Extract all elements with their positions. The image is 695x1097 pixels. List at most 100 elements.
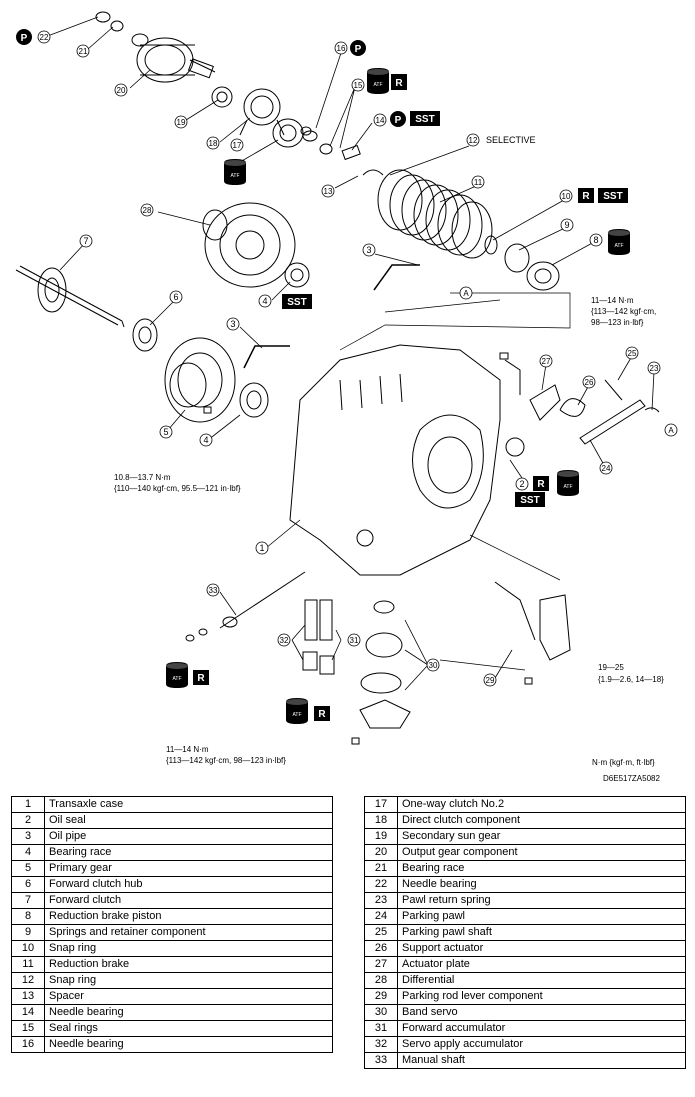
svg-text:24: 24 <box>602 464 611 473</box>
output-gear-drawing <box>95 11 216 83</box>
diagram-text: SELECTIVE 11—14 N·m {113—142 kgf·cm, 98—… <box>114 135 664 783</box>
atf-cans: ATF ATF ATF ATF ATF ATF <box>166 68 630 724</box>
reference-a-callouts: A A <box>459 286 678 437</box>
callout-1: 1 <box>255 541 269 555</box>
part-number-cell: 11 <box>11 956 45 973</box>
part-name-cell: Forward clutch <box>44 892 333 909</box>
torque-4-line1: 11—14 N·m <box>166 745 209 754</box>
callout-29: 29 <box>483 673 497 687</box>
callout-20: 20 <box>114 83 128 97</box>
svg-text:A: A <box>463 289 469 298</box>
svg-text:1: 1 <box>259 543 264 553</box>
differential-drawing <box>202 202 310 288</box>
callout-28: 28 <box>140 203 154 217</box>
part-name-cell: Needle bearing <box>397 876 686 893</box>
svg-text:SST: SST <box>603 191 622 202</box>
part-name-cell: Parking rod lever component <box>397 988 686 1005</box>
svg-text:A: A <box>668 426 674 435</box>
svg-text:3: 3 <box>230 319 235 329</box>
callout-18: 18 <box>206 136 220 150</box>
assembly-outline <box>339 292 571 671</box>
parking-mechanism-drawing <box>504 359 660 445</box>
part-name-cell: Forward clutch hub <box>44 876 333 893</box>
svg-text:8: 8 <box>593 235 598 245</box>
svg-text:11: 11 <box>474 178 483 187</box>
svg-text:ATF: ATF <box>563 484 572 490</box>
svg-text:21: 21 <box>79 47 88 56</box>
figure-id: D6E517ZA5082 <box>603 774 660 783</box>
svg-text:P: P <box>21 33 28 44</box>
svg-text:20: 20 <box>117 86 126 95</box>
svg-text:14: 14 <box>376 116 385 125</box>
svg-text:P: P <box>355 44 362 55</box>
callout-21: 21 <box>76 44 90 58</box>
callout-26: 26 <box>582 375 596 389</box>
part-name-cell: Pawl return spring <box>397 892 686 909</box>
leader-lines <box>44 16 655 691</box>
part-name-cell: Springs and retainer component <box>44 924 333 941</box>
part-name-cell: Band servo <box>397 1004 686 1021</box>
part-number-cell: 16 <box>11 1036 45 1053</box>
svg-text:R: R <box>318 709 326 720</box>
svg-text:18: 18 <box>209 139 218 148</box>
svg-text:7: 7 <box>83 236 88 246</box>
part-name-cell: One-way clutch No.2 <box>397 796 686 813</box>
bolts-drawing <box>203 352 533 745</box>
svg-text:26: 26 <box>585 378 594 387</box>
part-number-cell: 1 <box>11 796 45 813</box>
p-badges: P P P <box>16 29 406 127</box>
callout-5: 5 <box>159 425 173 439</box>
reduction-brake-plates <box>377 169 560 291</box>
svg-text:ATF: ATF <box>230 173 239 179</box>
svg-text:9: 9 <box>564 220 569 230</box>
callout-4b: 4 <box>199 433 213 447</box>
svg-text:4: 4 <box>203 435 208 445</box>
part-number-cell: 8 <box>11 908 45 925</box>
callout-25: 25 <box>625 346 639 360</box>
callout-15: 15 <box>351 78 365 92</box>
callout-23: 23 <box>647 361 661 375</box>
part-name-cell: Reduction brake piston <box>44 908 333 925</box>
part-number-callouts: 1 2 3 3 4 4 5 6 7 8 9 10 11 12 13 14 15 … <box>37 30 661 687</box>
callout-22: 22 <box>37 30 51 44</box>
svg-text:13: 13 <box>324 187 333 196</box>
part-name-cell: Bearing race <box>397 860 686 877</box>
svg-text:32: 32 <box>280 636 289 645</box>
part-name-cell: Direct clutch component <box>397 812 686 829</box>
part-number-cell: 27 <box>364 956 398 973</box>
primary-gear-drawing <box>132 318 269 423</box>
svg-text:R: R <box>582 191 590 202</box>
manual-shaft-drawing <box>185 571 335 675</box>
exploded-view-diagram: 1 2 3 3 4 4 5 6 7 8 9 10 11 12 13 14 15 … <box>15 11 678 783</box>
callout-3a: 3 <box>362 243 376 257</box>
part-number-cell: 23 <box>364 892 398 909</box>
svg-text:27: 27 <box>542 357 551 366</box>
part-number-cell: 4 <box>11 844 45 861</box>
part-name-cell: Oil pipe <box>44 828 333 845</box>
units-note: N·m {kgf·m, ft·lbf} <box>592 758 655 767</box>
svg-text:ATF: ATF <box>292 712 301 718</box>
part-number-cell: 33 <box>364 1052 398 1069</box>
part-name-cell: Parking pawl <box>397 908 686 925</box>
part-number-cell: 13 <box>11 988 45 1005</box>
svg-text:29: 29 <box>486 676 495 685</box>
svg-text:22: 22 <box>40 33 49 42</box>
callout-6: 6 <box>169 290 183 304</box>
part-number-cell: 9 <box>11 924 45 941</box>
part-number-cell: 28 <box>364 972 398 989</box>
torque-1-line1: 11—14 N·m <box>591 296 634 305</box>
